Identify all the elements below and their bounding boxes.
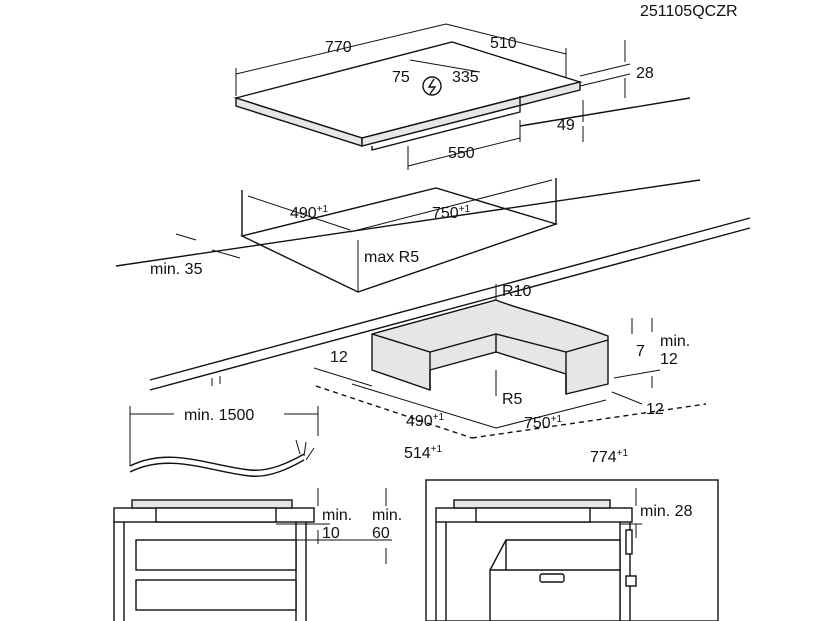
cable-line [129,453,305,471]
dim-514: 514+1 [404,444,443,462]
dim-335: 335 [452,69,479,86]
worktop-back-line [115,179,701,267]
hob-right [453,499,611,509]
min-35-label: min. 35 [150,261,203,278]
worktop-cutout-figure: 490+1 750+1 min. 35 max R5 [115,178,751,391]
dim-7: 7 [636,343,645,360]
dim-75: 75 [392,69,410,86]
dim-12-right: 12 [646,401,664,418]
drawer-1 [135,539,297,571]
oven-handle [539,573,565,583]
hob-left [131,499,293,509]
oven-button [625,575,637,587]
section-left-figure: min. 10 min. 60 [113,488,402,621]
hob-side-edge [361,81,581,147]
min-28-label: min. 28 [640,503,693,520]
dim-770-line [235,23,447,75]
dim-550-line [407,137,521,167]
hob-glass-top [233,41,583,139]
min-60-value: 60 [372,525,390,542]
dim-510: 510 [490,35,517,52]
frame-body [371,299,609,395]
power-connection-icon [422,76,442,96]
dim-49: 49 [557,117,575,134]
worktop-front-line-2 [149,227,751,391]
r10-label: R10 [502,283,531,300]
dim-28: 28 [636,65,654,82]
dim-770: 770 [325,39,352,56]
cable-figure: min. 1500 [129,406,319,477]
cable-length-label: min. 1500 [184,407,254,424]
oven-knob [625,529,633,555]
section-right-frame [425,479,719,621]
dim-490: 490+1 [290,204,329,222]
dim-490-inner: 490+1 [406,412,445,430]
dim-550: 550 [448,145,475,162]
dim-510-line [445,23,567,55]
min-10-label: min. [322,507,352,524]
dim-774: 774+1 [590,448,629,466]
drawing-code: 251105QCZR [640,3,738,20]
worktop-edge-line [519,97,691,127]
max-r5-label: max R5 [364,249,419,266]
dim-12-left: 12 [330,349,348,366]
min-60-label: min. [372,507,402,524]
min-10-value: 10 [322,525,340,542]
section-right-figure: min. 28 [425,479,719,621]
seal-frame-figure: R10 R5 12 7 min. 12 12 490+1 750+1 514+1… [313,283,707,466]
min-12: 12 [660,351,678,368]
min-label: min. [660,333,690,350]
r5-label: R5 [502,391,523,408]
hob-base [371,96,521,151]
drawer-2 [135,579,297,611]
dim-750: 750+1 [432,204,471,222]
hob-figure: 770 510 75 335 28 49 550 [233,23,691,170]
worktop-front-line-1 [149,217,751,381]
